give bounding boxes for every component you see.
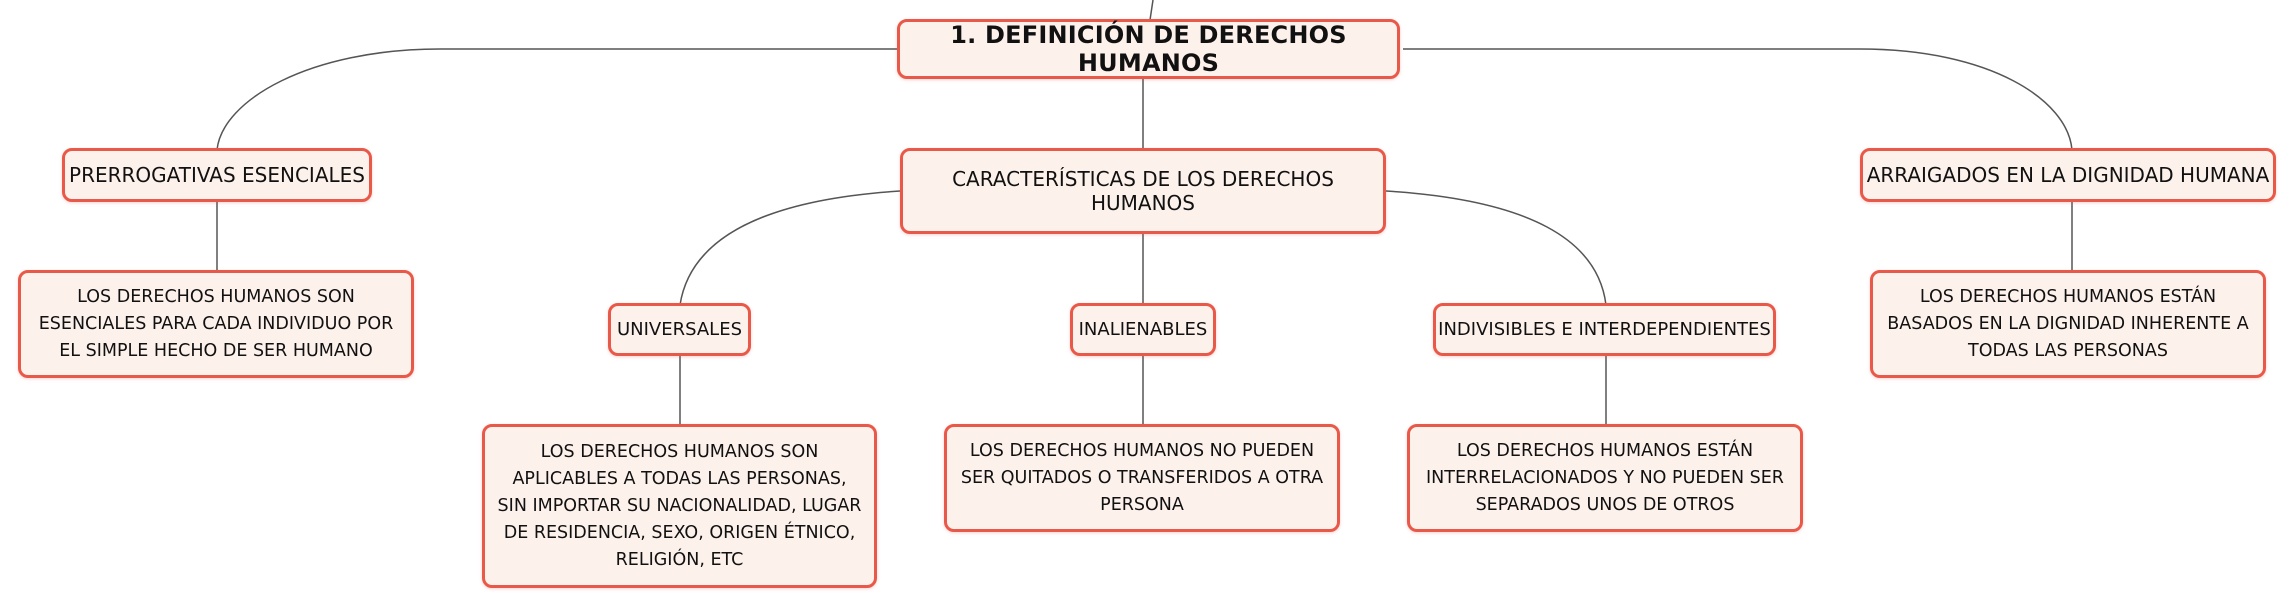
- connector-caracteristicas-indivisibles: [1385, 190, 1607, 306]
- node-label: PRERROGATIVAS ESENCIALES: [69, 163, 365, 187]
- node-inalienables[interactable]: INALIENABLES: [1070, 303, 1216, 356]
- detail-text: LOS DERECHOS HUMANOS NO PUEDEN SER QUITA…: [960, 440, 1324, 515]
- node-label: INDIVISIBLES E INTERDEPENDIENTES: [1438, 319, 1771, 340]
- node-caracteristicas[interactable]: CARACTERÍSTICAS DE LOS DERECHOS HUMANOS: [900, 148, 1386, 234]
- detail-universales[interactable]: LOS DERECHOS HUMANOS SON APLICABLES A TO…: [482, 424, 877, 588]
- detail-prerrogativas[interactable]: LOS DERECHOS HUMANOS SON ESENCIALES PARA…: [18, 270, 414, 378]
- detail-inalienables[interactable]: LOS DERECHOS HUMANOS NO PUEDEN SER QUITA…: [944, 424, 1340, 532]
- node-label: ARRAIGADOS EN LA DIGNIDAD HUMANA: [1866, 163, 2270, 187]
- detail-text: LOS DERECHOS HUMANOS SON APLICABLES A TO…: [497, 441, 862, 570]
- root-node[interactable]: 1. DEFINICIÓN DE DERECHOS HUMANOS: [897, 19, 1400, 79]
- node-universales[interactable]: UNIVERSALES: [608, 303, 751, 356]
- detail-text: LOS DERECHOS HUMANOS SON ESENCIALES PARA…: [38, 286, 394, 361]
- detail-indivisibles[interactable]: LOS DERECHOS HUMANOS ESTÁN INTERRELACION…: [1407, 424, 1803, 532]
- node-label: UNIVERSALES: [616, 319, 743, 340]
- node-label: INALIENABLES: [1078, 319, 1208, 340]
- node-label: CARACTERÍSTICAS DE LOS DERECHOS HUMANOS: [952, 167, 1334, 215]
- connector-caracteristicas-universales: [679, 190, 901, 306]
- connector-root-prerrogativas: [216, 48, 897, 151]
- detail-text: LOS DERECHOS HUMANOS ESTÁN INTERRELACION…: [1426, 440, 1784, 515]
- connector-root-arraigados: [1403, 48, 2073, 151]
- root-label: 1. DEFINICIÓN DE DERECHOS HUMANOS: [950, 21, 1347, 77]
- detail-arraigados[interactable]: LOS DERECHOS HUMANOS ESTÁN BASADOS EN LA…: [1870, 270, 2266, 378]
- node-prerrogativas-esenciales[interactable]: PRERROGATIVAS ESENCIALES: [62, 148, 372, 202]
- connector-root-parent: [1149, 0, 1154, 21]
- node-arraigados-dignidad[interactable]: ARRAIGADOS EN LA DIGNIDAD HUMANA: [1860, 148, 2276, 202]
- detail-text: LOS DERECHOS HUMANOS ESTÁN BASADOS EN LA…: [1887, 286, 2249, 361]
- node-indivisibles[interactable]: INDIVISIBLES E INTERDEPENDIENTES: [1433, 303, 1776, 356]
